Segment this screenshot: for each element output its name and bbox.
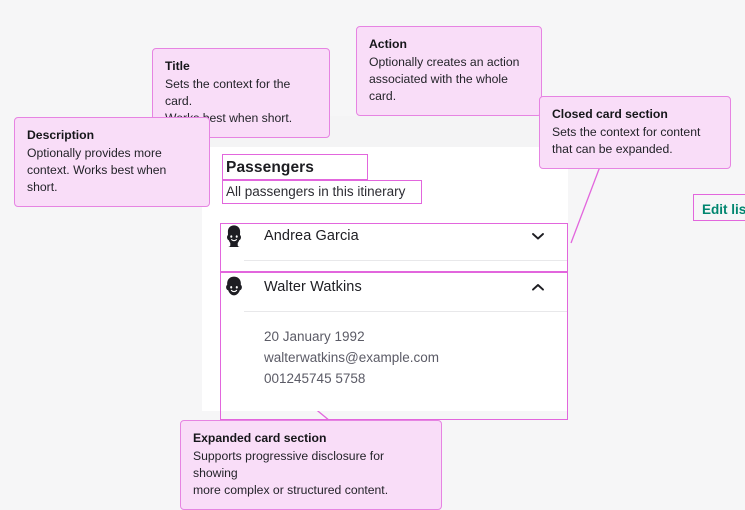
- detail-phone: 001245745 5758: [264, 371, 366, 386]
- chevron-down-icon[interactable]: [530, 228, 546, 244]
- description-highlight-box: [222, 180, 422, 204]
- callout-heading: Closed card section: [552, 107, 668, 121]
- connector-closed-card-section: [570, 155, 605, 244]
- detail-email: walterwatkins@example.com: [264, 350, 440, 365]
- callout-closed-card-section: Closed card section Sets the context for…: [539, 96, 731, 169]
- callout-heading: Description: [27, 128, 95, 142]
- section-title: Walter Watkins: [264, 278, 362, 295]
- title-highlight-box: [222, 154, 368, 180]
- callout-line-1: Sets the context for content: [552, 125, 701, 139]
- edit-list-button[interactable]: Edit list: [702, 202, 745, 217]
- detail-birthdate: 20 January 1992: [264, 329, 365, 344]
- callout-line-2: associated with the whole card.: [369, 72, 508, 103]
- callout-action: Action Optionally creates an action asso…: [356, 26, 542, 116]
- section-header-walter-watkins[interactable]: Walter Watkins: [202, 261, 568, 312]
- callout-line-2: that can be expanded.: [552, 142, 673, 156]
- callout-line-1: Optionally provides more: [27, 146, 162, 160]
- callout-description: Description Optionally provides more con…: [14, 117, 210, 207]
- expanded-section-highlight-box: [220, 272, 568, 420]
- card-preview-stage: Passengers All passengers in this itiner…: [202, 116, 745, 420]
- callout-line-1: Sets the context for the card.: [165, 77, 291, 108]
- chevron-up-icon[interactable]: [530, 279, 546, 295]
- card-section-expanded[interactable]: Walter Watkins 20 January 1992 walterwat…: [202, 261, 568, 411]
- woman-avatar-icon: [227, 224, 241, 247]
- callout-heading: Title: [165, 59, 190, 73]
- closed-section-highlight-box: [220, 223, 568, 272]
- card-sections: Andrea Garcia Walter Watkins: [202, 210, 568, 411]
- section-details: 20 January 1992 walterwatkins@example.co…: [202, 312, 568, 411]
- card-description: All passengers in this itinerary: [226, 184, 406, 199]
- callout-line-2: more complex or structured content.: [193, 483, 389, 497]
- passengers-card: Passengers All passengers in this itiner…: [202, 147, 745, 420]
- callout-line-1: Supports progressive disclosure for show…: [193, 449, 385, 480]
- card-title: Passengers: [226, 159, 315, 176]
- section-title: Andrea Garcia: [264, 227, 359, 244]
- action-highlight-box: [693, 194, 745, 221]
- man-avatar-icon: [226, 276, 242, 295]
- card-header: Passengers All passengers in this itiner…: [202, 147, 568, 210]
- section-divider: [244, 311, 568, 312]
- callout-line-2: context. Works best when short.: [27, 163, 167, 194]
- card-section-closed[interactable]: Andrea Garcia: [202, 210, 568, 261]
- callout-expanded-card-section: Expanded card section Supports progressi…: [180, 420, 442, 510]
- callout-line-1: Optionally creates an action: [369, 55, 520, 69]
- callout-heading: Expanded card section: [193, 431, 327, 445]
- callout-heading: Action: [369, 37, 407, 51]
- section-header-andrea-garcia[interactable]: Andrea Garcia: [202, 210, 568, 261]
- section-divider: [244, 260, 568, 261]
